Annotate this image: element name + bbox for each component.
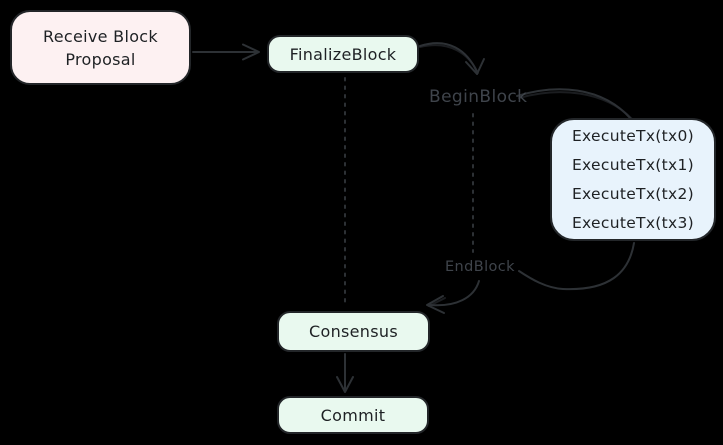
node-execute-tx[interactable]: ExecuteTx(tx0) ExecuteTx(tx1) ExecuteTx(… — [550, 118, 716, 241]
edge-execute-to-endblock — [518, 242, 635, 291]
node-commit-label: Commit — [320, 405, 386, 425]
node-finalize-label: FinalizeBlock — [289, 44, 397, 64]
node-consensus-label: Consensus — [309, 322, 398, 341]
arrow-finalize-to-beginblock — [419, 42, 485, 75]
node-finalize-block[interactable]: FinalizeBlock — [267, 35, 419, 73]
node-receive-block-proposal[interactable]: Receive Block Proposal — [10, 10, 191, 85]
node-receive-label: Receive Block Proposal — [43, 26, 158, 69]
arrow-endblock-to-consensus — [426, 280, 480, 314]
edge-label-endblock: EndBlock — [445, 259, 515, 275]
execute-tx-lines: ExecuteTx(tx0) ExecuteTx(tx1) ExecuteTx(… — [572, 122, 694, 238]
edge-beginblock-to-execute — [516, 88, 634, 121]
edge-label-beginblock: BeginBlock — [429, 87, 528, 107]
execute-tx-line: ExecuteTx(tx1) — [571, 155, 695, 174]
node-commit[interactable]: Commit — [277, 396, 429, 434]
node-consensus[interactable]: Consensus — [277, 311, 430, 352]
execute-tx-line: ExecuteTx(tx0) — [571, 126, 695, 145]
arrow-consensus-to-commit — [336, 353, 354, 393]
arrow-receive-to-finalize — [192, 43, 260, 61]
execute-tx-line: ExecuteTx(tx2) — [571, 184, 695, 203]
execute-tx-line: ExecuteTx(tx3) — [571, 213, 695, 232]
